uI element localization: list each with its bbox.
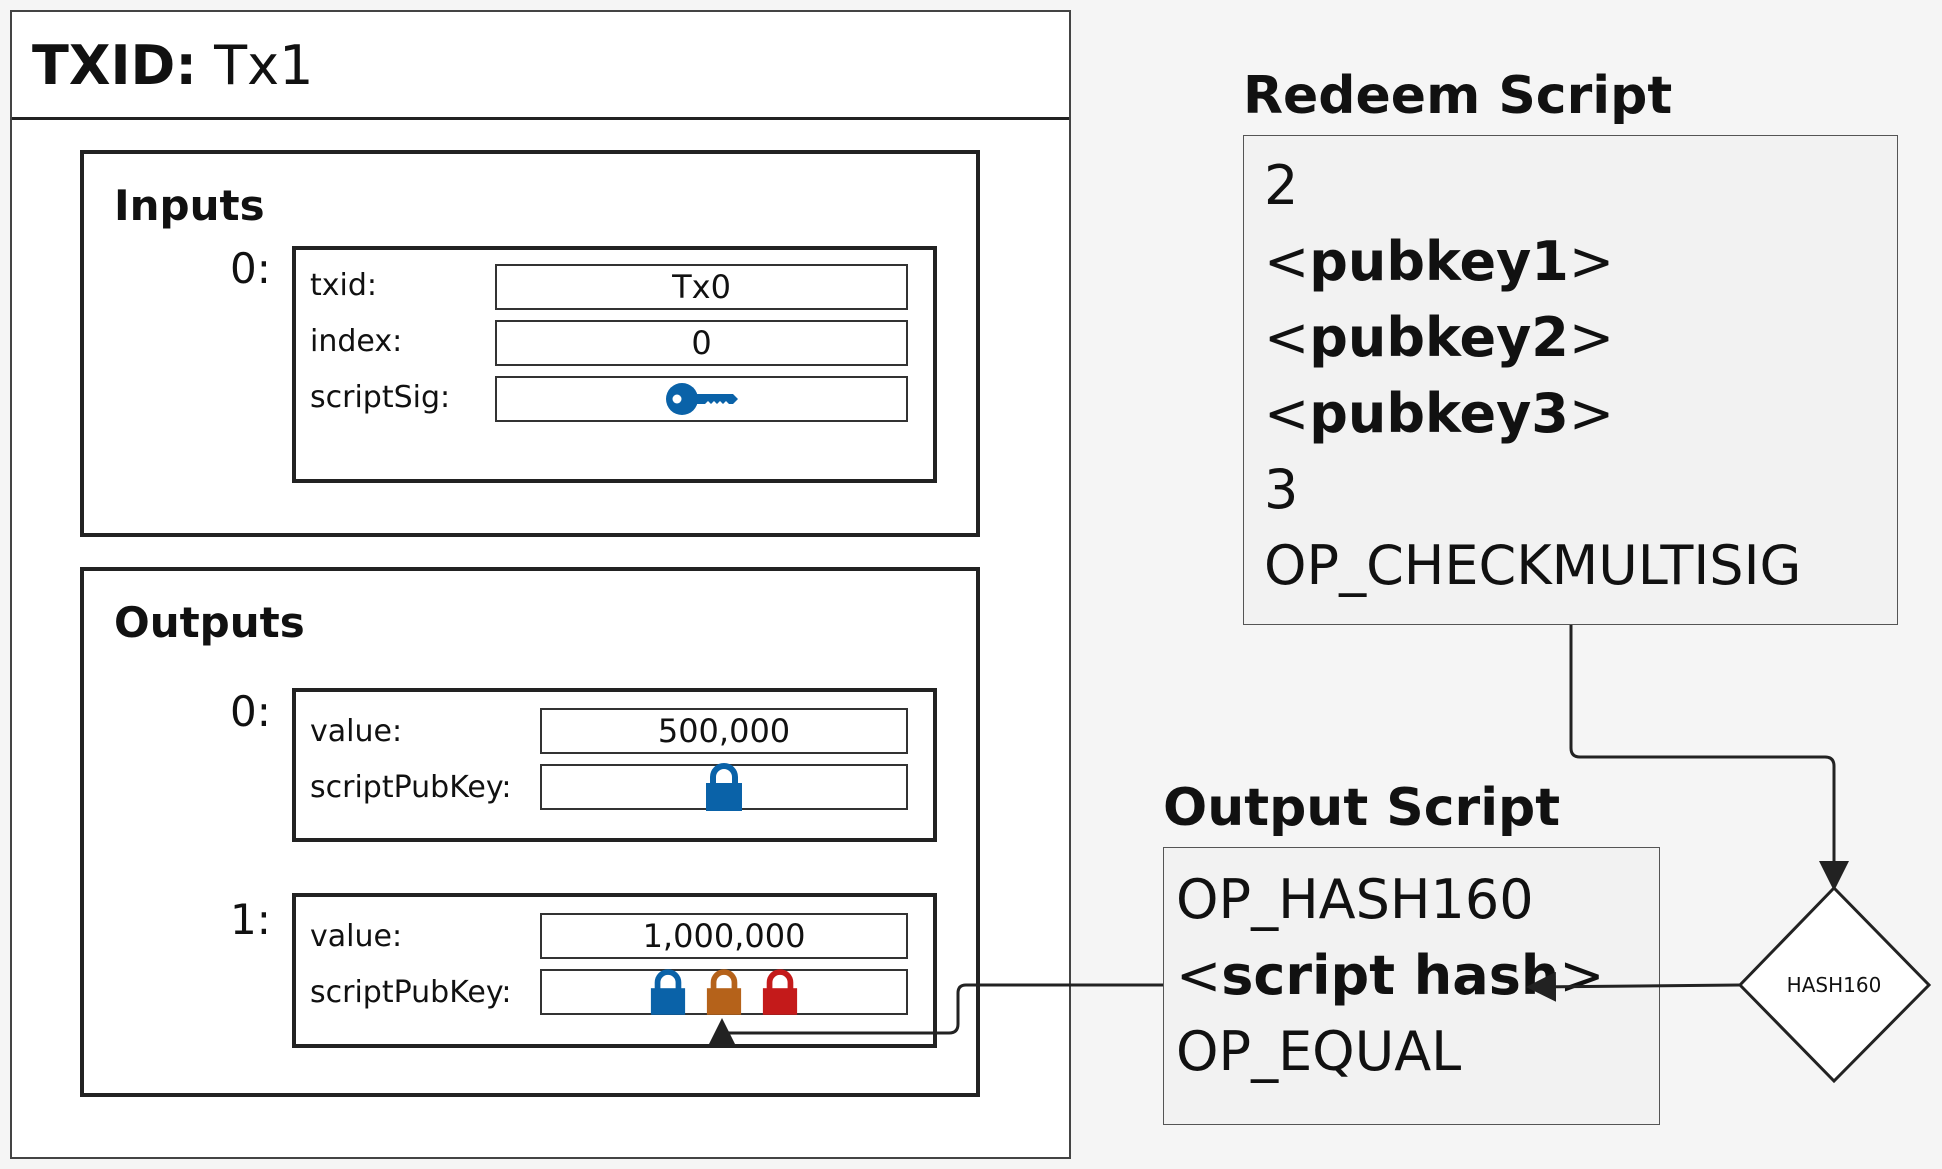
output-script-title: Output Script [1163,778,1561,838]
output-1-value-label: value: [310,919,403,954]
output-1-index-label: 1: [230,895,271,944]
input-index-field: 0 [495,320,908,366]
script-hash-text: script hash [1221,944,1560,1007]
input-index-label: 0: [230,244,271,293]
output-0-scriptpubkey-field [540,763,908,811]
key-icon [665,383,738,415]
input-entry: txid: Tx0 index: 0 scriptSig: [292,246,937,483]
redeem-line-opcode: OP_CHECKMULTISIG [1264,534,1802,597]
output-0-entry: value: 500,000 scriptPubKey: [292,688,937,842]
redeem-line-pubkey1: <pubkey1> [1264,224,1801,300]
txid-value: Tx1 [214,34,314,97]
output-script-line-hash160: OP_HASH160 [1176,868,1534,931]
angle-close: > [1568,230,1615,293]
output-0-value-field: 500,000 [540,708,908,754]
pubkey3-text: pubkey3 [1309,382,1569,445]
transaction-title: TXID: Tx1 [32,34,313,98]
lock-icon-orange [706,969,742,1015]
hash160-label: HASH160 [1786,973,1882,997]
input-txid-field: Tx0 [495,264,908,310]
angle-close: > [1568,382,1615,445]
output-0-scriptpubkey-label: scriptPubKey: [310,770,512,805]
output-1-value-field: 1,000,000 [540,913,908,959]
input-scriptsig-field [495,376,908,422]
inputs-title: Inputs [114,181,265,230]
output-script-lines: OP_HASH160 <script hash> OP_EQUAL [1176,862,1605,1090]
input-scriptsig-label: scriptSig: [310,380,451,415]
redeem-script-title: Redeem Script [1243,66,1673,126]
lock-icon-blue [650,969,686,1015]
lock-icon-blue [706,763,742,811]
pubkey1-text: pubkey1 [1309,230,1569,293]
output-0-value-label: value: [310,714,403,749]
output-script-line-equal: OP_EQUAL [1176,1020,1462,1083]
angle-open: < [1264,230,1310,293]
output-script-line-scripthash: <script hash> [1176,938,1605,1014]
redeem-to-hash-arrow [1569,625,1849,891]
lock-icon-red [762,969,798,1015]
outputscript-to-lock-arrow [707,983,1163,1048]
output-1-scriptpubkey-label: scriptPubKey: [310,975,512,1010]
redeem-line-n: 3 [1264,458,1299,521]
hash160-diamond [1737,885,1932,1084]
output-0-index-label: 0: [230,687,271,736]
angle-open: < [1264,382,1310,445]
angle-close: > [1568,306,1615,369]
redeem-line-m: 2 [1264,154,1299,217]
output-1-scriptpubkey-field [540,969,908,1015]
input-index-field-label: index: [310,324,403,359]
redeem-script-box: 2 <pubkey1> <pubkey2> <pubkey3> 3 OP_CHE… [1243,135,1898,625]
output-1-entry: value: 1,000,000 scriptPubKey: [292,893,937,1048]
redeem-script-lines: 2 <pubkey1> <pubkey2> <pubkey3> 3 OP_CHE… [1264,148,1801,604]
hash-to-scripthash-arrow [1526,971,1741,1002]
angle-open: < [1264,306,1310,369]
txid-label: TXID: [32,34,197,97]
redeem-line-pubkey2: <pubkey2> [1264,300,1801,376]
redeem-line-pubkey3: <pubkey3> [1264,376,1801,452]
angle-close: > [1559,944,1605,1007]
input-txid-label: txid: [310,268,378,303]
outputs-title: Outputs [114,598,305,647]
transaction-header: TXID: Tx1 [12,12,1069,120]
output-script-box: OP_HASH160 <script hash> OP_EQUAL [1163,847,1660,1125]
angle-open: < [1176,944,1222,1007]
pubkey2-text: pubkey2 [1309,306,1569,369]
